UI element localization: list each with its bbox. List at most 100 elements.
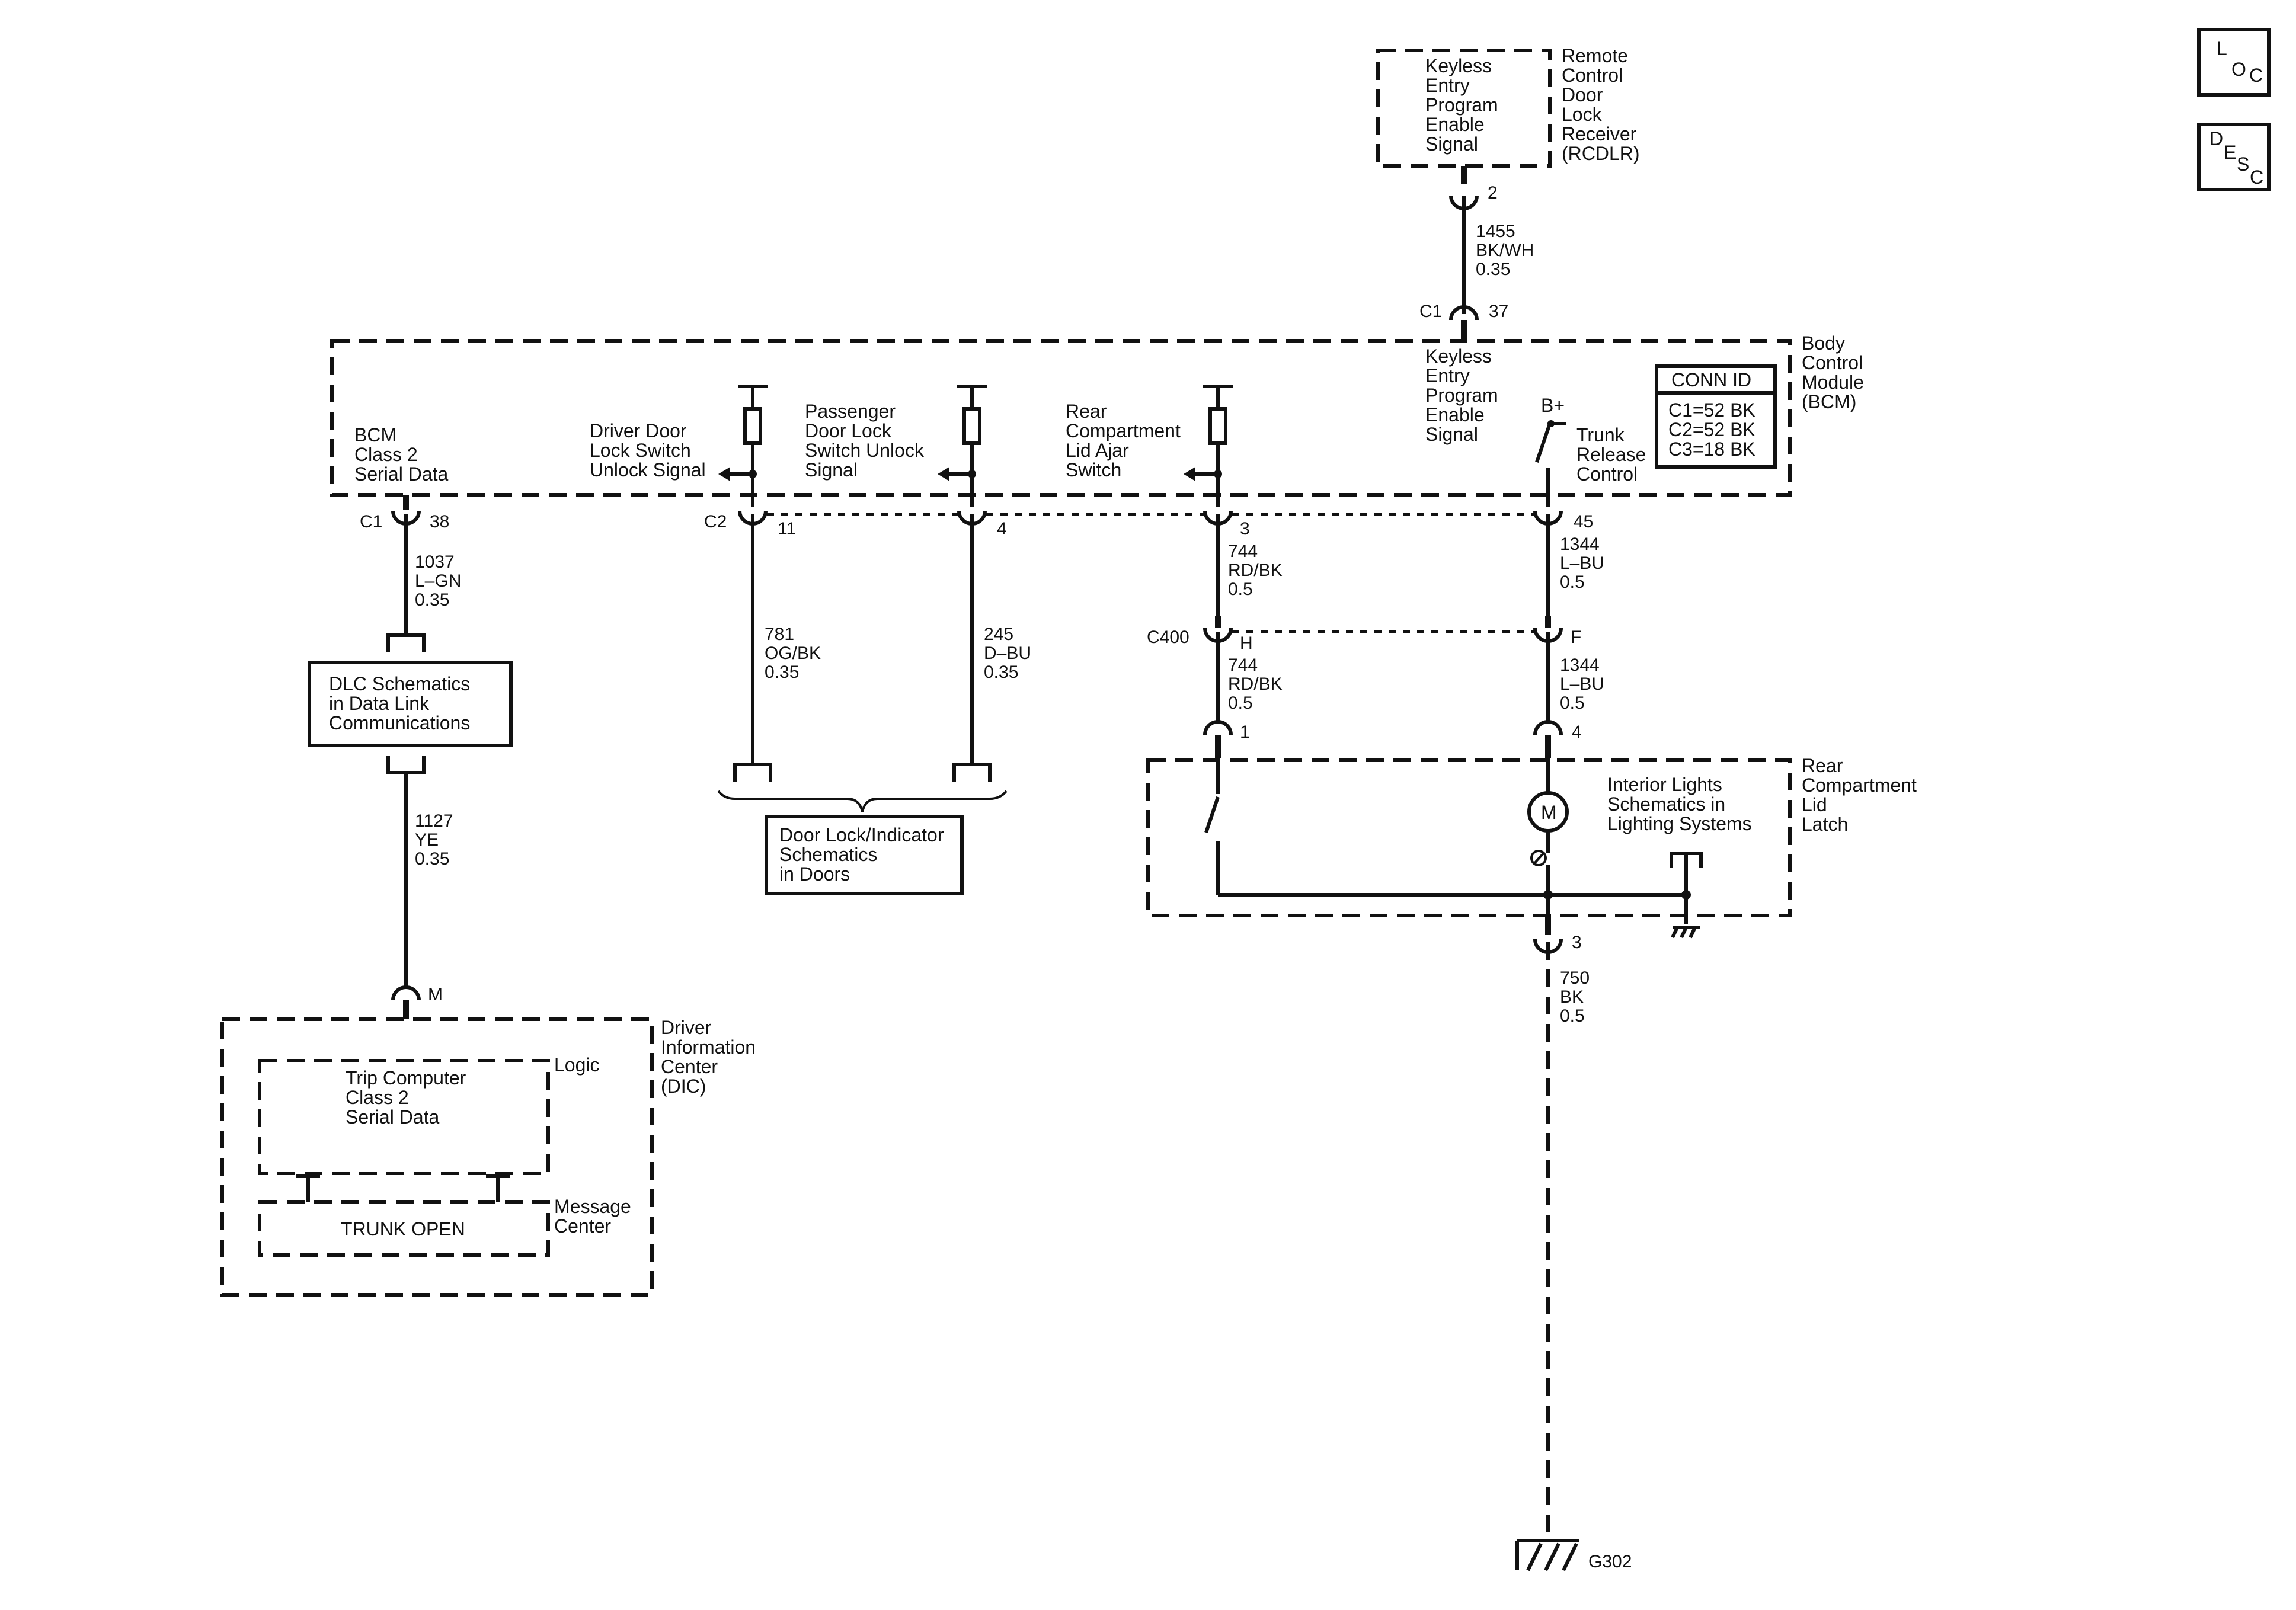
- passenger-pullup-resistor: [938, 385, 987, 507]
- wire-781-color: OG/BK: [765, 644, 821, 663]
- bcm-keyless-2: Entry: [1425, 365, 1470, 386]
- wire-1127-color: YE: [415, 830, 439, 850]
- bcm-pin-4: 4: [997, 519, 1007, 539]
- wire-744b-circuit: 744: [1228, 655, 1258, 675]
- rear-switch-2: Compartment: [1066, 420, 1181, 441]
- passenger-door-4: Signal: [805, 459, 858, 481]
- wire-750-size: 0.5: [1560, 1006, 1585, 1026]
- rcdlr-name-6: (RCDLR): [1562, 143, 1640, 164]
- dlc-schematics-box[interactable]: DLC Schematics in Data Link Communicatio…: [308, 661, 513, 747]
- chassis-ground-icon: [1671, 926, 1700, 939]
- rcdlr-module: Keyless Entry Program Enable Signal Remo…: [1376, 45, 1640, 168]
- conn-id-table: CONN ID C1=52 BK C2=52 BK C3=18 BK: [1655, 364, 1777, 469]
- rcdlr-inner-4: Enable: [1425, 114, 1485, 135]
- bcm-c2-45-connector: 45: [1533, 510, 1593, 532]
- bcm-pin-37: 37: [1489, 302, 1508, 321]
- latch-name-3: Lid: [1802, 794, 1827, 815]
- wire-245-color: D–BU: [984, 644, 1031, 663]
- passenger-door-2: Door Lock: [805, 420, 892, 441]
- loc-letter-o: O: [2231, 59, 2246, 80]
- dic-pin-m-connector: [391, 985, 421, 1001]
- driver-pullup-resistor: [718, 385, 768, 507]
- c400-label: C400: [1147, 628, 1189, 647]
- rcdlr-name-3: Door: [1562, 84, 1603, 105]
- interior-lights-1[interactable]: Interior Lights: [1607, 774, 1722, 795]
- interior-lights-2[interactable]: Schematics in: [1607, 793, 1725, 815]
- wire-1127-circuit: 1127: [415, 811, 453, 831]
- wire-1037-circuit: 1037: [415, 552, 455, 572]
- wire-744b-size: 0.5: [1228, 693, 1253, 713]
- bcm-serial-1: BCM: [354, 424, 396, 446]
- wire-245-circuit: 245: [984, 625, 1013, 644]
- rear-switch-4: Switch: [1066, 459, 1121, 481]
- loc-icon[interactable]: L O C: [2197, 28, 2271, 97]
- rcdlr-name-1: Remote: [1562, 45, 1628, 66]
- bplus-label: B+: [1541, 395, 1565, 416]
- bcm-name-1: Body: [1802, 332, 1845, 354]
- bcm-module: Body Control Module (BCM) CONN ID C1=52 …: [330, 332, 1864, 497]
- wire-781-size: 0.35: [765, 662, 799, 682]
- dic-pin-m: M: [428, 985, 443, 1004]
- wire-1344a-circuit: 1344: [1560, 534, 1600, 554]
- door-lock-schematics-box[interactable]: Door Lock/Indicator Schematics in Doors: [765, 815, 964, 895]
- rcdlr-inner-1: Keyless: [1425, 55, 1492, 76]
- ground-g302-label: G302: [1588, 1552, 1632, 1571]
- dic-name-4: (DIC): [661, 1076, 706, 1097]
- conn-id-row-2: C2=52 BK: [1668, 419, 1755, 440]
- conn-id-row-1: C1=52 BK: [1668, 399, 1755, 421]
- desc-letter-c: C: [2250, 167, 2263, 188]
- wire-1127-size: 0.35: [415, 849, 449, 869]
- door-lock-brace: [717, 790, 1008, 812]
- bcm-c1-label-2: C1: [360, 512, 382, 532]
- wire-245-size: 0.35: [984, 662, 1018, 682]
- latch-name-1: Rear: [1802, 755, 1843, 776]
- latch-name-4: Latch: [1802, 814, 1848, 835]
- bcm-pin-45: 45: [1574, 512, 1593, 532]
- bcm-pin-3: 3: [1240, 519, 1250, 539]
- rcdlr-name-2: Control: [1562, 65, 1623, 86]
- wire-1344a-color: L–BU: [1560, 553, 1604, 573]
- bcm-keyless-4: Enable: [1425, 404, 1485, 425]
- wire-1455-size: 0.35: [1476, 260, 1510, 279]
- desc-letter-e: E: [2224, 142, 2236, 163]
- c400-pin-h: H: [1240, 633, 1253, 653]
- wire-1344b-color: L–BU: [1560, 674, 1604, 694]
- c400-connector: C400 H F: [1147, 628, 1581, 653]
- message-center-1: Message: [554, 1196, 631, 1217]
- bcm-keyless-5: Signal: [1425, 424, 1478, 445]
- passenger-door-1: Passenger: [805, 401, 896, 422]
- bcm-c1-label: C1: [1419, 302, 1442, 321]
- rcdlr-inner-3: Program: [1425, 94, 1498, 116]
- bcm-serial-2: Class 2: [354, 444, 418, 465]
- dlc-line-3: Communications: [329, 712, 470, 734]
- bcm-keyless-1: Keyless: [1425, 345, 1492, 367]
- conn-id-title: CONN ID: [1671, 369, 1751, 391]
- rear-switch-3: Lid Ajar: [1066, 440, 1129, 461]
- latch-pin-4: 4: [1572, 722, 1582, 742]
- door-lock-line-2: Schematics: [779, 844, 877, 865]
- wire-744a-color: RD/BK: [1228, 561, 1283, 580]
- loc-letter-c: C: [2249, 65, 2263, 86]
- loc-letter-l: L: [2217, 38, 2227, 59]
- latch-pin-1-connector: [1203, 720, 1233, 735]
- bcm-pin-11: 11: [778, 519, 796, 539]
- bcm-serial-3: Serial Data: [354, 463, 449, 485]
- wire-1455-circuit: 1455: [1476, 222, 1515, 241]
- latch-name-2: Compartment: [1802, 774, 1917, 796]
- door-lock-line-1: Door Lock/Indicator: [779, 824, 944, 846]
- interior-lights-3[interactable]: Lighting Systems: [1607, 813, 1752, 834]
- wire-1344b-size: 0.5: [1560, 693, 1585, 713]
- rcdlr-inner-5: Signal: [1425, 133, 1478, 155]
- door-lock-line-3: in Doors: [779, 863, 850, 885]
- desc-icon[interactable]: D E S C: [2197, 123, 2271, 191]
- rcdlr-name-4: Lock: [1562, 104, 1603, 125]
- dlc-line-2: in Data Link: [329, 693, 430, 714]
- wire-1455-color: BK/WH: [1476, 241, 1534, 260]
- wire-1344b-circuit: 1344: [1560, 655, 1600, 675]
- wire-750-circuit: 750: [1560, 968, 1590, 988]
- rcdlr-name-5: Receiver: [1562, 123, 1637, 145]
- bcm-name-4: (BCM): [1802, 391, 1856, 412]
- driver-door-2: Lock Switch: [590, 440, 691, 461]
- trip-computer-2: Class 2: [346, 1087, 409, 1108]
- dic-name-2: Information: [661, 1036, 756, 1058]
